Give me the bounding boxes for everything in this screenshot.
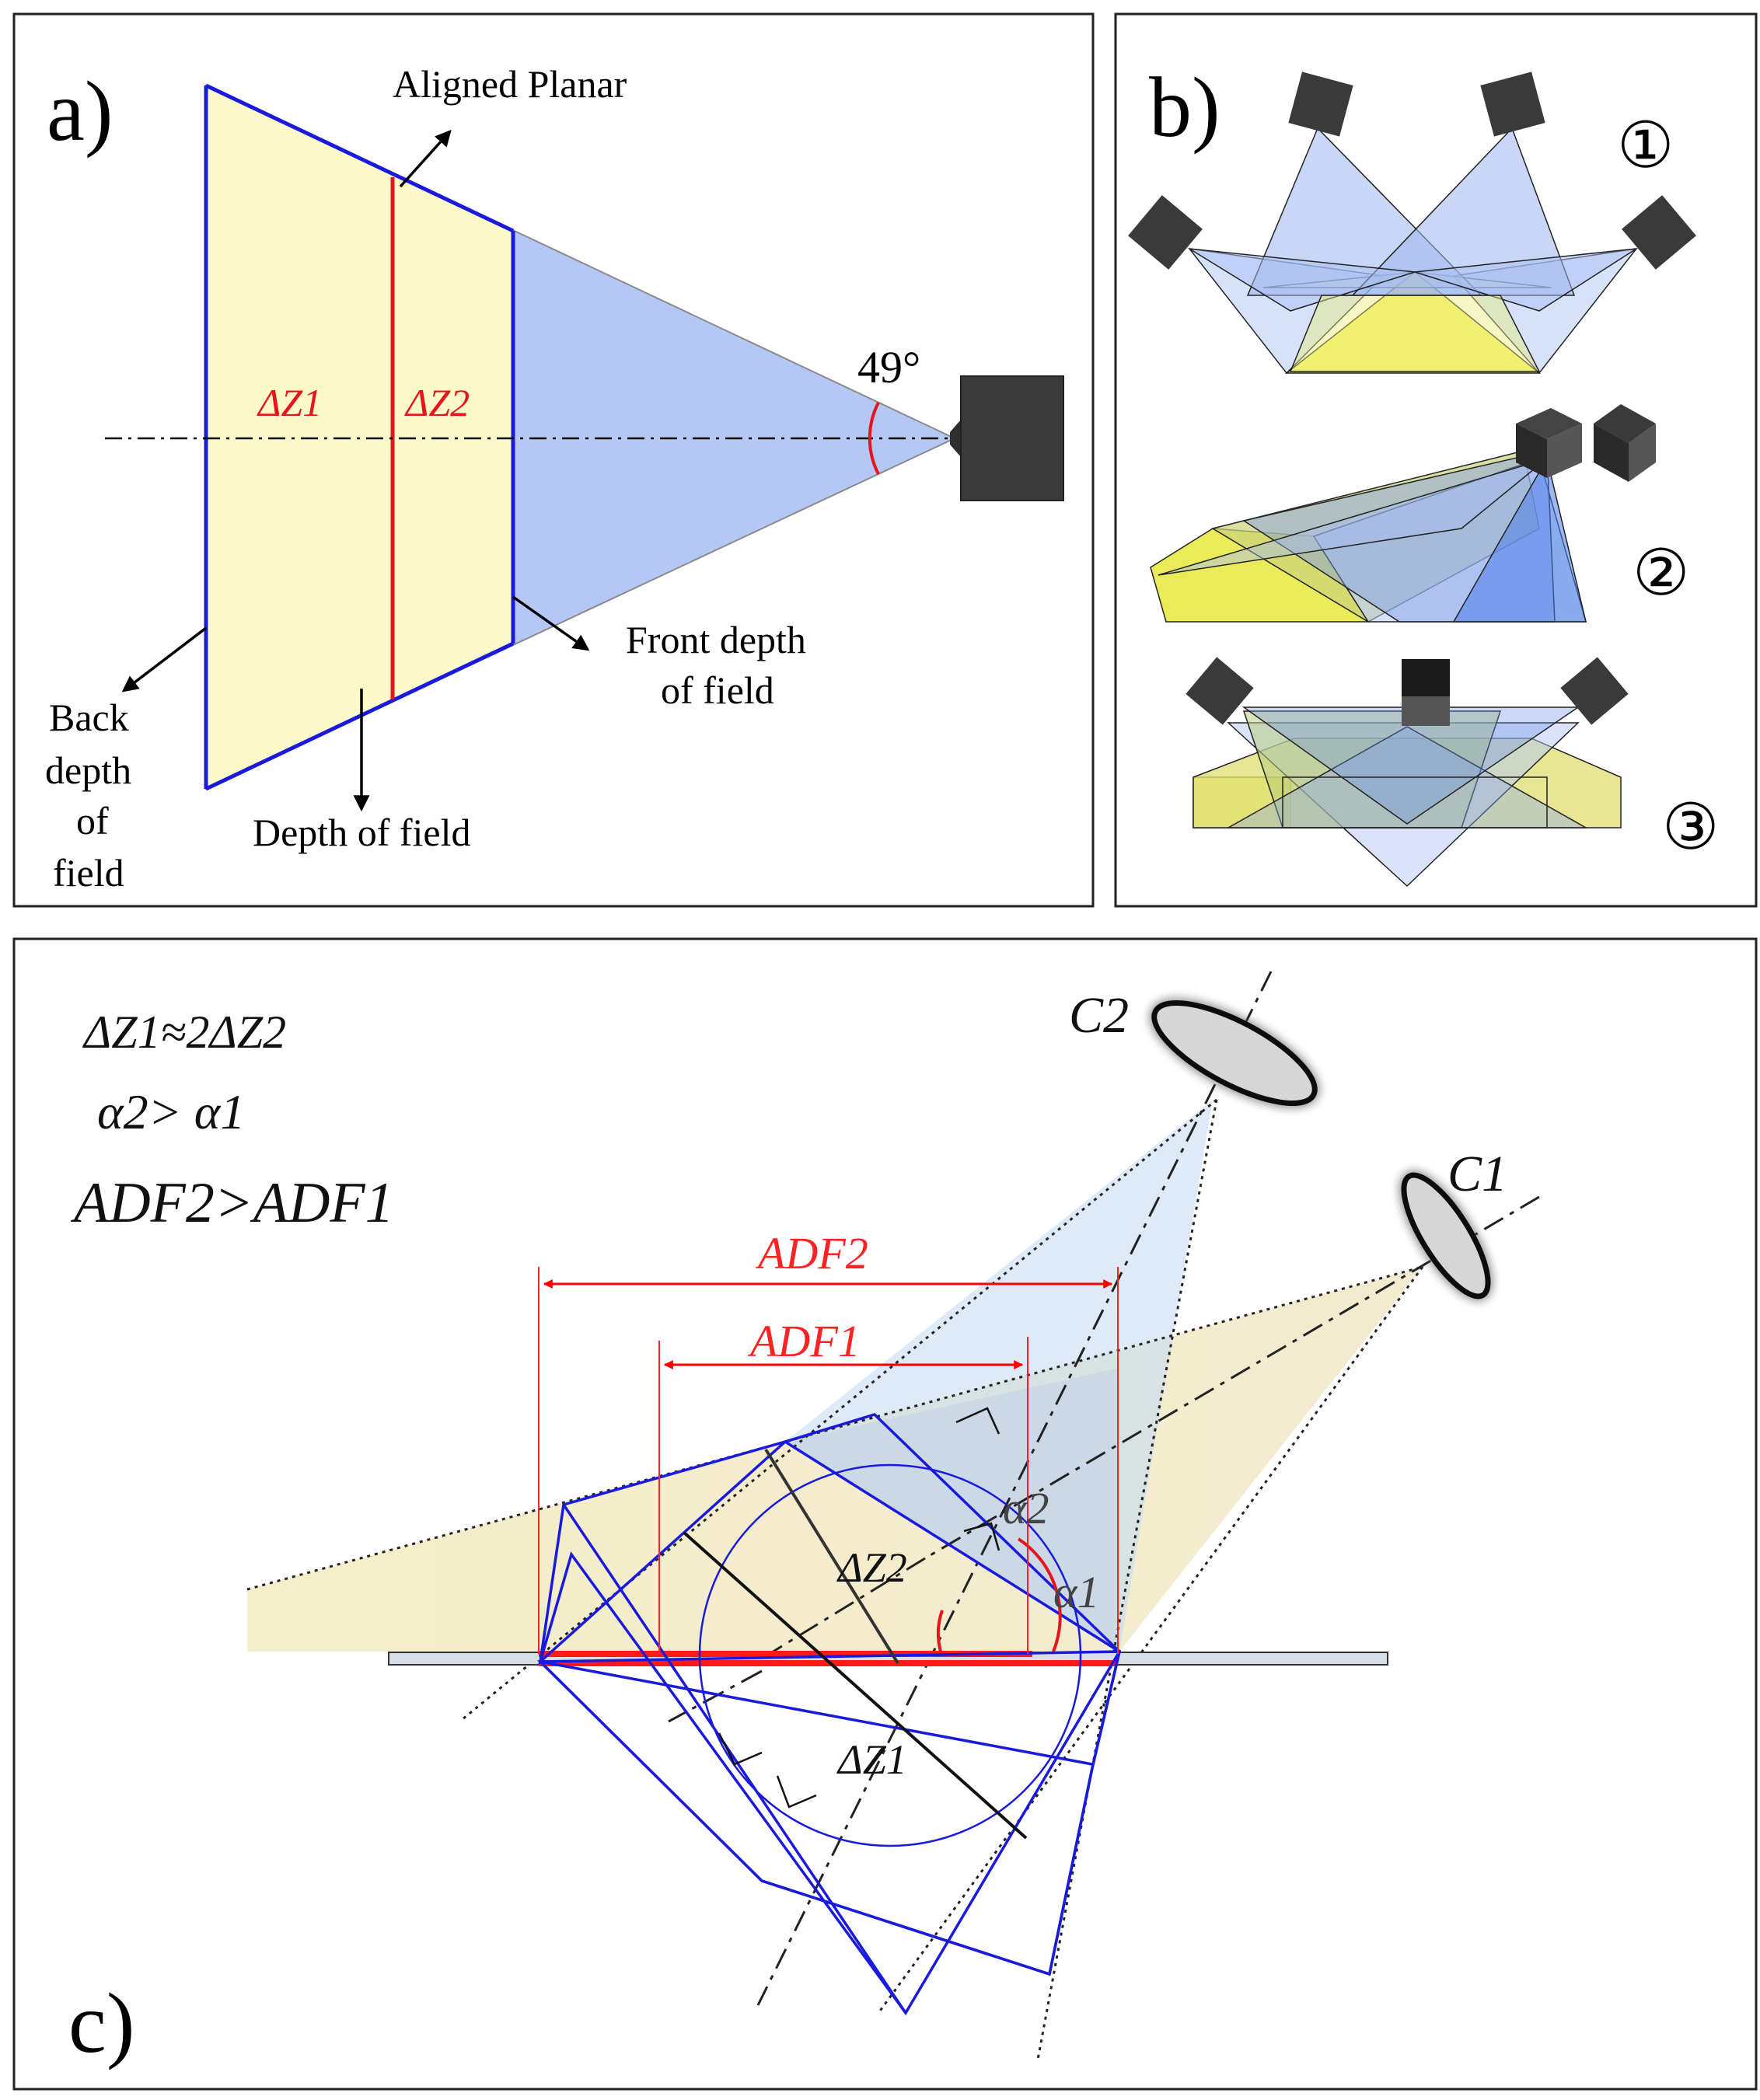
config-3-cameras [1186,657,1629,726]
aligned-planar-label: Aligned Planar [393,62,627,106]
alpha1-arc [1017,1537,1062,1652]
back-depth-label-2: depth [45,748,131,792]
camera-c1-icon [1401,1172,1491,1299]
panel-a-label: a) [47,64,113,159]
panel-b: b) ① [1114,12,1758,908]
depth-of-field-region [206,85,513,789]
dz2-label: ΔZ2 [404,381,470,424]
frustum-lines [246,1098,1424,2060]
adf1-label: ADF1 [747,1316,861,1366]
front-depth-label-1: Front depth [626,618,806,661]
back-depth-label-1: Back [49,696,129,739]
config-2-number: ② [1633,536,1690,610]
config-1-diagram [1188,127,1638,375]
config-1-cameras [1128,72,1696,270]
camera-c1-label: C1 [1447,1146,1507,1202]
adf-dimensions [538,1267,1119,1654]
panel-c: c) ΔZ1≈2ΔZ2 α2> α1 ADF2>ADF1 C2 C1 ADF2 … [12,937,1758,2091]
alpha2-label: α2 [1003,1483,1049,1533]
back-depth-label-4: field [53,851,124,895]
arrow-front-depth [512,595,590,651]
panel-c-label: c) [68,1976,134,2070]
equation-2: α2> α1 [97,1084,245,1139]
dz2-line [764,1448,899,1665]
arrow-back-depth [121,626,208,692]
angle-label: 49° [857,342,920,392]
depth-of-field-label: Depth of field [253,811,470,854]
config-3-diagram [1193,706,1622,888]
panel-a: a) Aligned Planar ΔZ1 ΔZ2 49° Front dept… [12,12,1095,908]
config-1-number: ① [1617,109,1674,183]
camera-c2-label: C2 [1069,987,1129,1044]
camera-icon [950,375,1064,501]
alpha1-label: α1 [1053,1567,1099,1617]
right-angle-markers [718,1407,1000,1809]
dz1-label: ΔZ1 [257,381,322,424]
dz2-label-c: ΔZ2 [836,1544,907,1591]
equation-1: ΔZ1≈2ΔZ2 [82,1006,286,1058]
camera-c2-icon [1151,999,1318,1107]
c1-axis-extension [668,1669,763,1723]
panel-b-label: b) [1149,60,1220,155]
config-3-number: ③ [1662,790,1720,864]
depth-circle [698,1463,1082,1847]
adf2-label: ADF2 [755,1228,868,1278]
dz1-line [683,1531,1028,1840]
dz1-label-c: ΔZ1 [836,1736,907,1783]
equation-3: ADF2>ADF1 [70,1171,394,1235]
config-2-diagram [1150,450,1587,623]
angle-arc [868,402,880,475]
front-depth-label-2: of field [661,668,774,712]
c2-field-of-view [785,1100,1213,1652]
back-depth-label-3: of [76,799,109,842]
config-2-cameras [1516,404,1656,482]
arrow-aligned-planar [399,129,452,188]
alpha2-arc [936,1610,944,1652]
